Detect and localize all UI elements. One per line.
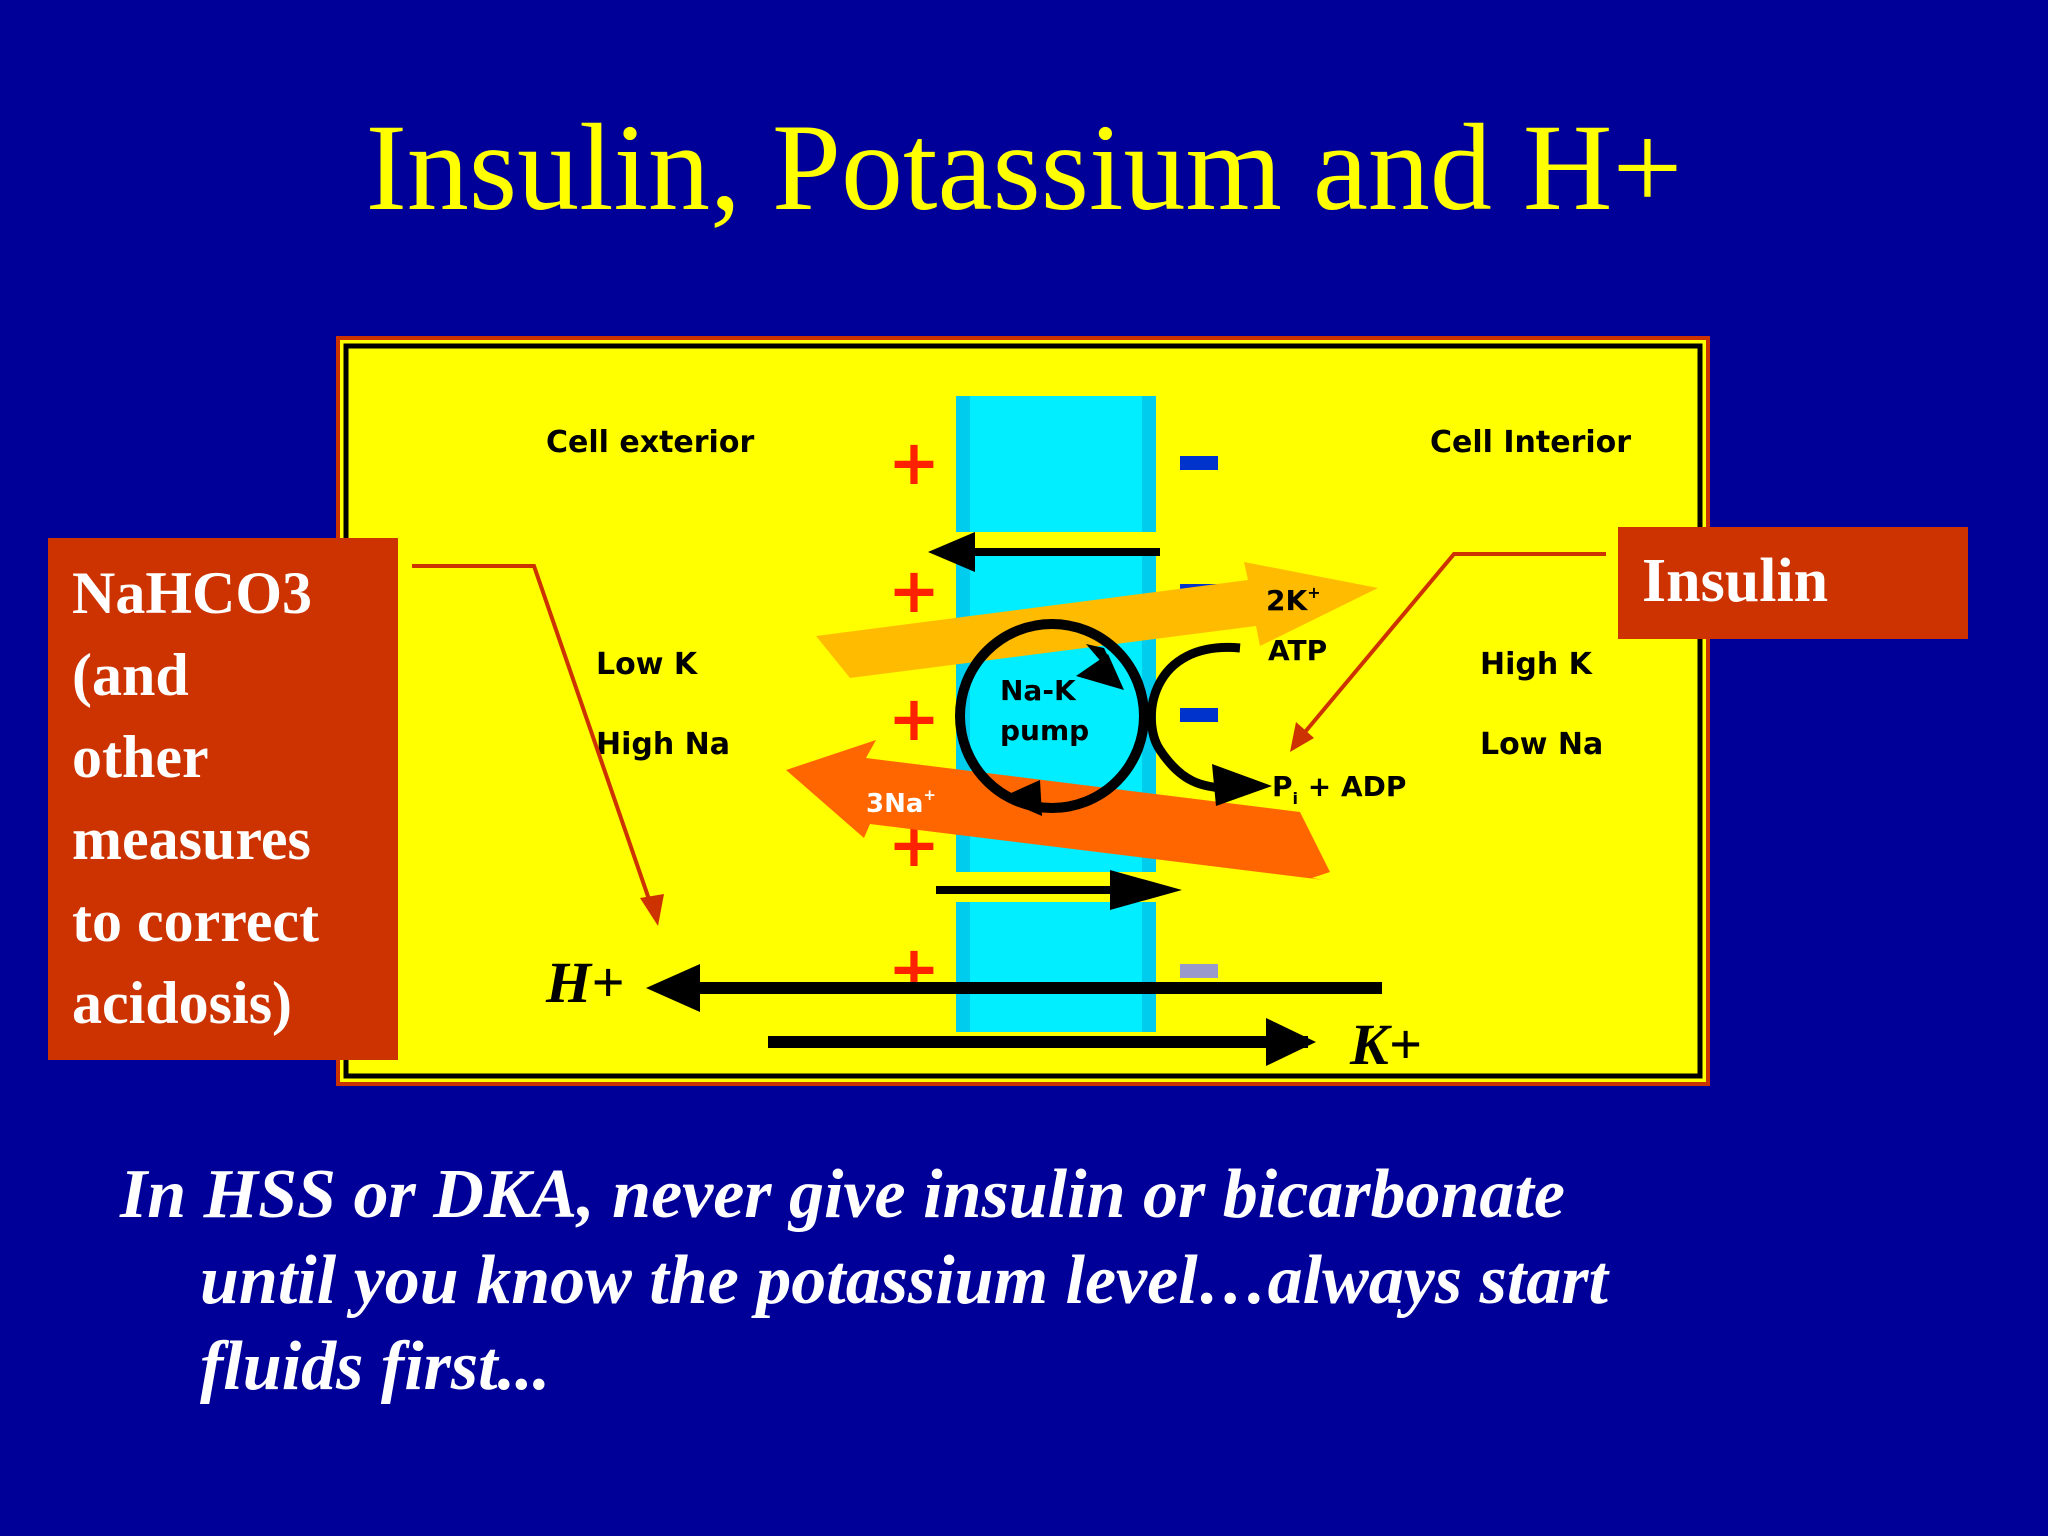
high-k-label: High K (1480, 647, 1594, 682)
bottom-note-line: In HSS or DKA, never give insulin or bic… (120, 1156, 1565, 1233)
nahco3-callout-line: acidosis) (72, 970, 293, 1036)
nahco3-pointer-arrowhead (640, 894, 664, 926)
h-plus-efflux-arrow (646, 964, 1382, 1012)
pi-adp-label: Pi + ADP (1272, 770, 1406, 808)
atp-hydrolysis-curve (1146, 643, 1241, 793)
leak-arrow-inward (936, 870, 1182, 910)
pump-label-line1: Na-K (1000, 674, 1077, 707)
atp-label: ATP (1268, 634, 1327, 667)
cell-exterior-label: Cell exterior (546, 425, 754, 460)
minus-marker (1180, 708, 1218, 722)
nahco3-callout-line: measures (72, 806, 311, 872)
atp-hydrolysis-arrowhead (1212, 764, 1272, 806)
bottom-note: In HSS or DKA, never give insulin or bic… (120, 1152, 2000, 1410)
insulin-pointer-arrowhead (1290, 722, 1314, 752)
minus-marker (1180, 456, 1218, 470)
nahco3-callout-line: to correct (72, 888, 320, 954)
minus-marker (1180, 964, 1218, 978)
nahco3-callout-line: other (72, 724, 209, 790)
nahco3-pointer-line (412, 564, 654, 909)
pump-label-line2: pump (1000, 714, 1089, 747)
insulin-callout: Insulin (1618, 527, 1968, 639)
nahco3-callout-line: NaHCO3 (72, 560, 312, 626)
nahco3-callout: NaHCO3 (and other measures to correct ac… (48, 538, 398, 1060)
k-plus-label: K+ (1349, 1012, 1422, 1077)
nahco3-callout-line: (and (72, 642, 189, 708)
slide-title: Insulin, Potassium and H+ (365, 99, 1683, 236)
plus-marker: + (888, 426, 940, 499)
cell-membrane (956, 396, 1156, 1032)
insulin-pointer-line (1298, 552, 1606, 740)
plus-marker: + (888, 554, 940, 627)
low-k-label: Low K (596, 647, 699, 682)
high-na-label: High Na (596, 727, 730, 762)
cell-interior-label: Cell Interior (1430, 425, 1631, 460)
plus-marker: + (888, 682, 940, 755)
plus-marker: + (888, 932, 940, 1005)
low-na-label: Low Na (1480, 727, 1603, 762)
bottom-note-line: fluids first... (200, 1328, 551, 1405)
two-k-label: 2K+ (1266, 583, 1321, 617)
k-plus-influx-arrow (768, 1018, 1316, 1066)
three-na-label: 3Na+ (866, 786, 936, 819)
na-k-pump-circle (955, 619, 1149, 816)
potassium-inflow-arrow (816, 562, 1378, 678)
h-plus-label: H+ (545, 950, 624, 1015)
bottom-note-line: until you know the potassium level…alway… (200, 1242, 1608, 1319)
leak-arrow-outward (928, 532, 1160, 572)
